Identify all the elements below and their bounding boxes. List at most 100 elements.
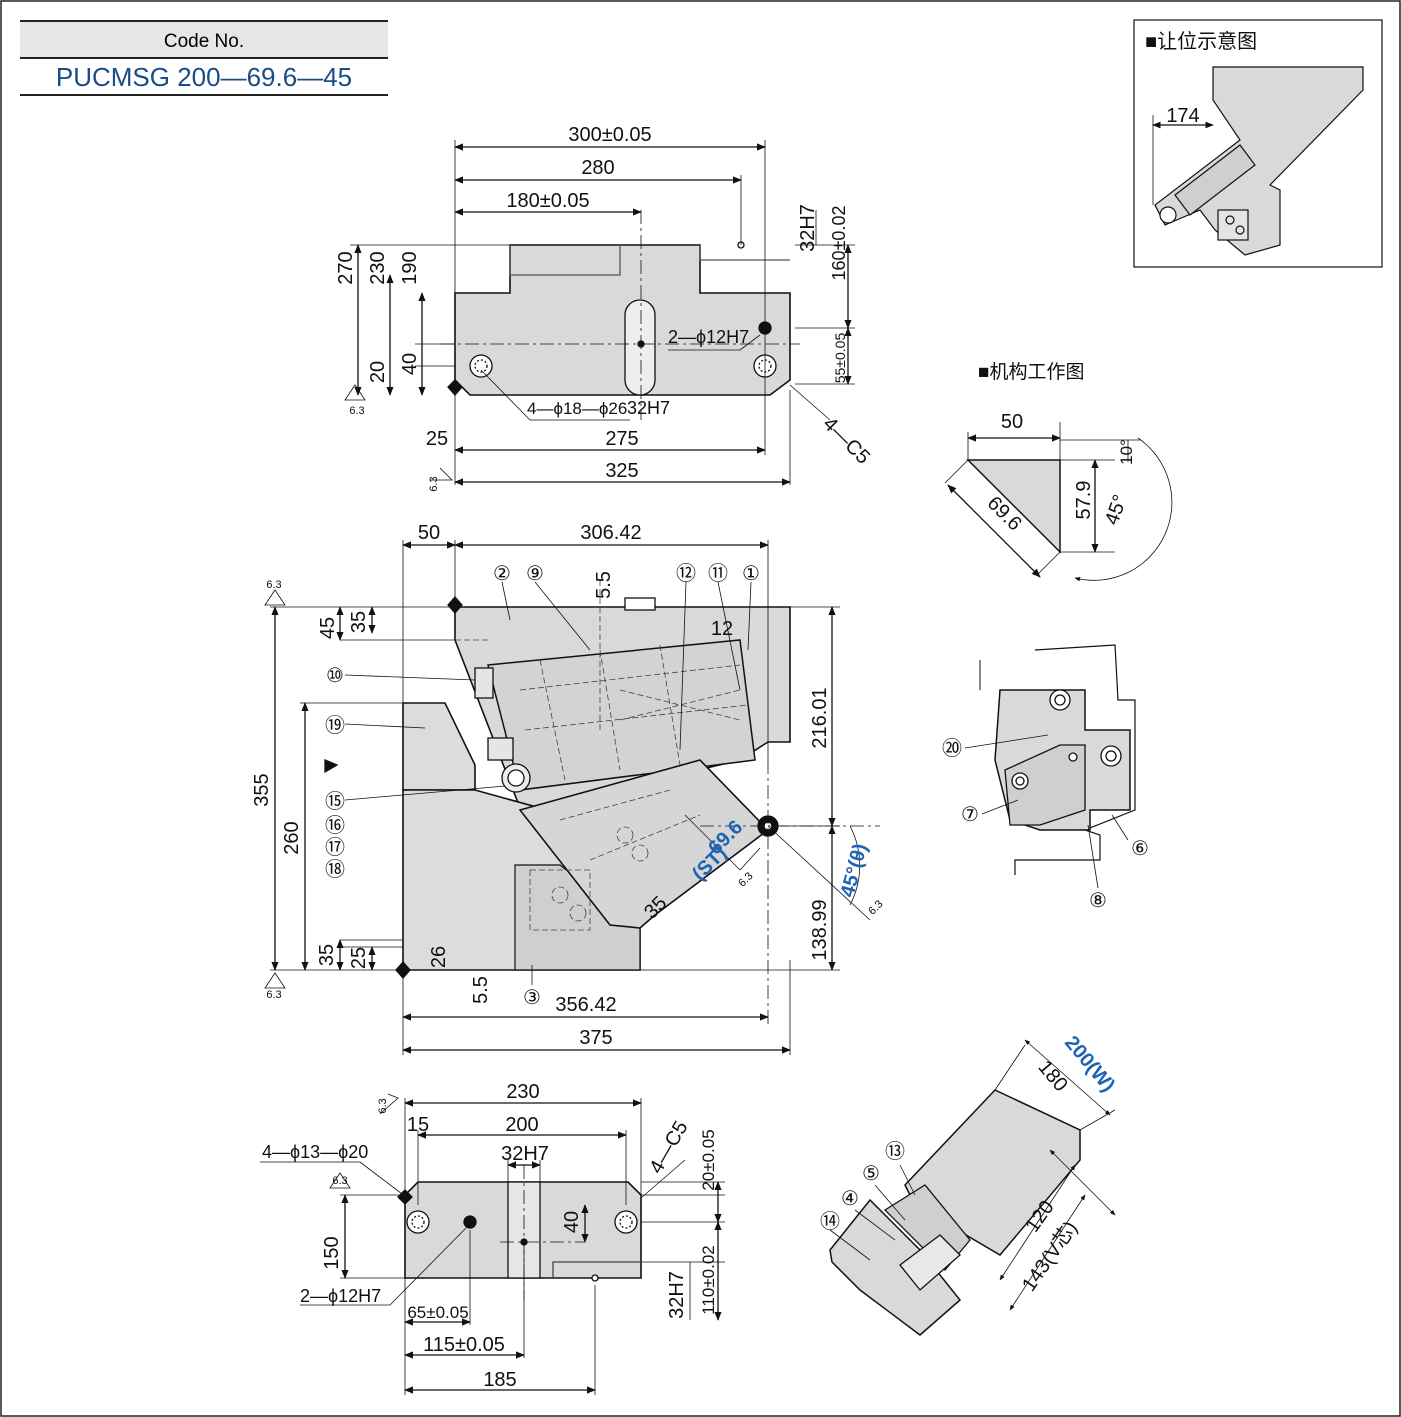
roughness-front-1: 6.3 xyxy=(266,579,281,591)
isometric-view xyxy=(829,1039,1116,1336)
dim-200: 200 xyxy=(505,1114,538,1136)
balloon-17: ⑰ xyxy=(325,836,345,859)
detail-labels: ⑳ ⑦ ⑧ ⑥ xyxy=(942,737,1149,912)
balloon-8: ⑧ xyxy=(1089,890,1107,912)
dim-25: 25 xyxy=(348,947,370,969)
roughness-bottom-1: 6.3 xyxy=(377,1098,389,1113)
dim-40-bottom: 40 xyxy=(561,1211,583,1233)
dim-180: 180±0.05 xyxy=(506,190,589,212)
dim-185: 185 xyxy=(483,1369,516,1391)
dim-32h7-v: 32H7 xyxy=(797,204,819,252)
balloon-13: ⑬ xyxy=(885,1140,905,1163)
dim-375: 375 xyxy=(579,1027,612,1049)
dim-280: 280 xyxy=(581,157,614,179)
dim-160: 160±0.02 xyxy=(829,206,849,281)
balloon-10: ⑩ xyxy=(326,665,344,687)
roughness-top-a: 6.3 xyxy=(349,405,364,417)
dim-174: 174 xyxy=(1166,105,1199,127)
dim-12: 12 xyxy=(711,618,733,640)
dim-50: 50 xyxy=(418,522,440,544)
dim-5-5-top: 5.5 xyxy=(593,571,615,599)
dim-306-42: 306.42 xyxy=(580,522,641,544)
dim-270: 270 xyxy=(335,251,357,284)
dim-57-9: 57.9 xyxy=(1073,481,1095,520)
clearance-labels: ■让位示意图 174 xyxy=(1145,30,1257,127)
dim-32h7-v-bottom: 32H7 xyxy=(666,1271,688,1319)
mechanism-title: ■机构工作图 xyxy=(978,361,1084,383)
balloon-18: ⑱ xyxy=(325,858,345,881)
dim-190: 190 xyxy=(399,251,421,284)
dim-45-deg: 45° xyxy=(1101,492,1132,528)
balloon-7: ⑦ xyxy=(961,804,979,826)
balloon-6: ⑥ xyxy=(1131,838,1149,860)
dim-355: 355 xyxy=(251,773,273,806)
code-value: PUCMSG 200—69.6—45 xyxy=(56,62,352,92)
dim-26: 26 xyxy=(428,946,450,968)
angle-45: 45°(θ) xyxy=(837,841,872,899)
balloon-16: ⑯ xyxy=(325,814,345,837)
roughness-bottom-2: 6.3 xyxy=(332,1175,347,1187)
hole-bolts-label: 4—ϕ18—ϕ26 xyxy=(527,399,627,418)
dim-55: 55±0.05 xyxy=(832,333,848,384)
dim-115: 115±0.05 xyxy=(423,1334,505,1356)
mechanism-diagram xyxy=(944,422,1173,582)
balloon-19: ⑲ xyxy=(325,714,345,737)
chamfer-label-bottom: 4—C5 xyxy=(645,1117,692,1177)
dim-32h7-top: 32H7 xyxy=(501,1143,549,1165)
balloon-9: ⑨ xyxy=(526,563,544,585)
balloon-11: ⑪ xyxy=(708,562,728,585)
code-number-box: Code No. PUCMSG 200—69.6—45 xyxy=(20,20,388,96)
dim-35-bot: 35 xyxy=(316,944,338,966)
mechanism-labels: ■机构工作图 50 69.6 57.9 10° 45° xyxy=(978,361,1136,535)
dim-5-5-bot: 5.5 xyxy=(470,976,492,1004)
dim-325: 325 xyxy=(605,460,638,482)
roughness-front-2: 6.3 xyxy=(266,989,281,1001)
top-view xyxy=(344,140,855,486)
balloon-2: ② xyxy=(493,563,511,585)
dim-150: 150 xyxy=(321,1236,343,1269)
dim-25: 25 xyxy=(426,428,448,450)
balloon-15: ⑮ xyxy=(325,790,345,813)
dim-32h7-h: 32H7 xyxy=(627,398,670,418)
dim-20-bottom: 20±0.05 xyxy=(699,1129,718,1190)
dim-10-deg: 10° xyxy=(1117,439,1136,465)
roughness-top-b: 6.3 xyxy=(428,476,440,491)
balloon-4: ④ xyxy=(841,1188,859,1210)
dim-180-iso: 180 xyxy=(1033,1056,1071,1096)
dim-45: 45 xyxy=(317,617,339,639)
pins-label-bottom: 2—ϕ12H7 xyxy=(300,1286,381,1306)
dim-65: 65±0.05 xyxy=(407,1303,468,1322)
dim-260: 260 xyxy=(281,821,303,854)
code-label: Code No. xyxy=(164,31,244,52)
dim-40: 40 xyxy=(399,353,421,375)
balloon-1: ① xyxy=(742,563,760,585)
balloon-12: ⑫ xyxy=(676,562,696,585)
balloon-14: ⑭ xyxy=(820,1210,840,1233)
dim-110: 110±0.02 xyxy=(699,1245,718,1315)
balloon-5: ⑤ xyxy=(862,1163,880,1185)
dim-275: 275 xyxy=(605,428,638,450)
front-view xyxy=(264,540,880,1055)
dim-230: 230 xyxy=(506,1081,539,1103)
balloon-20: ⑳ xyxy=(942,737,962,760)
roughness-front-3: 6.3 xyxy=(736,870,755,889)
dim-230: 230 xyxy=(367,251,389,284)
chamfer-label: 4—C5 xyxy=(818,413,874,469)
dim-50-mech: 50 xyxy=(1001,411,1023,433)
roughness-front-4: 6.3 xyxy=(866,898,885,917)
dim-35-top: 35 xyxy=(348,611,370,633)
dim-216-01: 216.01 xyxy=(809,687,831,748)
balloon-3: ③ xyxy=(523,987,541,1009)
holes-label: 4—ϕ13—ϕ20 xyxy=(262,1142,368,1162)
clearance-diagram xyxy=(1133,19,1383,268)
dim-300: 300±0.05 xyxy=(568,124,651,146)
bottom-view xyxy=(260,1093,725,1395)
dim-138-99: 138.99 xyxy=(809,899,831,960)
clearance-title: ■让位示意图 xyxy=(1145,30,1257,53)
dim-356-42: 356.42 xyxy=(555,994,616,1016)
hole-pins-label: 2—ϕ12H7 xyxy=(668,327,749,347)
dim-15: 15 xyxy=(407,1114,429,1136)
